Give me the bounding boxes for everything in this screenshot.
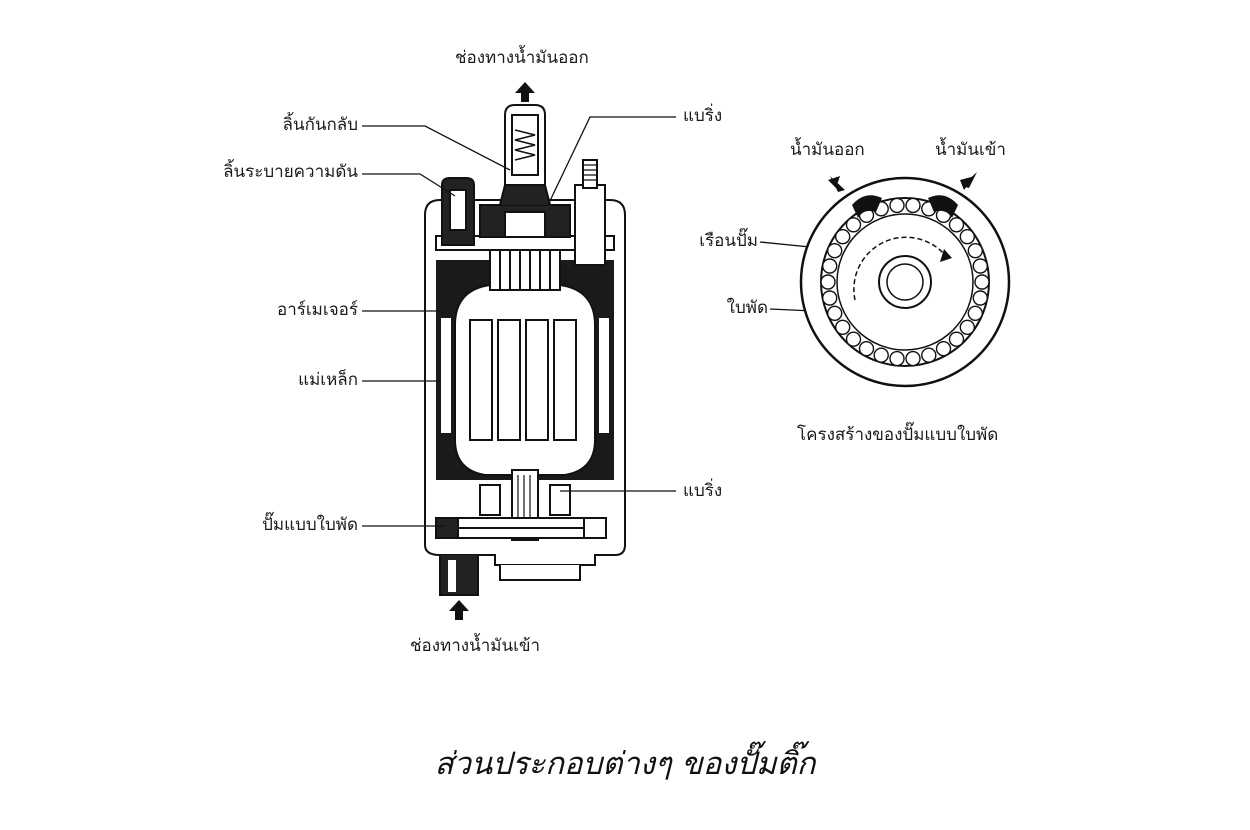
impeller-tooth <box>858 341 875 357</box>
impeller-tooth <box>921 347 937 363</box>
pump-cross-section <box>424 104 626 596</box>
figure-caption: ส่วนประกอบต่างๆ ของปั๊มติ๊ก <box>434 746 816 782</box>
label-pump-housing: เรือนปั๊ม <box>699 231 758 251</box>
impeller-tooth <box>972 290 988 306</box>
label-inlet-port: ช่องทางน้ำมันเข้า <box>410 636 541 656</box>
label-outlet-port: ช่องทางน้ำมันออก <box>455 48 589 68</box>
impeller-tooth <box>967 305 983 321</box>
impeller-tooth <box>905 350 921 367</box>
label-oil-in: น้ำมันเข้า <box>935 140 1006 160</box>
impeller-structure-diagram <box>799 172 1011 388</box>
impeller-tooth <box>827 305 843 321</box>
impeller-tooth <box>959 228 975 245</box>
label-impeller-structure: โครงสร้างของปั๊มแบบใบพัด <box>797 425 999 445</box>
label-impeller: ใบพัด <box>726 298 768 318</box>
impeller-tooth <box>889 350 905 367</box>
label-bearing-bottom: แบริ่ง <box>683 481 723 501</box>
label-check-valve: ลิ้นกันกลับ <box>282 115 358 135</box>
impeller-tooth <box>948 217 965 233</box>
impeller-tooth <box>822 258 838 274</box>
impeller-tooth <box>845 331 862 347</box>
label-relief-valve: ลิ้นระบายความดัน <box>223 162 358 182</box>
impeller-tooth <box>820 274 836 290</box>
impeller-tooth <box>845 217 862 233</box>
outlet-arrow <box>515 82 535 102</box>
impeller-tooth <box>935 341 952 357</box>
label-armature: อาร์เมเจอร์ <box>276 300 358 320</box>
impeller-tooth <box>889 197 905 214</box>
impeller-tooth <box>873 347 889 363</box>
inlet-arrow <box>449 600 469 620</box>
impeller-tooth <box>835 319 851 335</box>
impeller-tooth <box>974 274 990 290</box>
impeller-tooth <box>827 242 843 259</box>
impeller-tooth <box>948 331 965 347</box>
label-impeller-pump: ปั๊มแบบใบพัด <box>262 515 358 535</box>
impeller-tooth <box>835 228 851 245</box>
impeller-tooth <box>967 242 983 259</box>
impeller-tooth <box>959 319 975 335</box>
impeller-tooth <box>822 290 838 306</box>
label-bearing-top: แบริ่ง <box>683 106 723 126</box>
label-oil-out: น้ำมันออก <box>790 140 865 160</box>
impeller-tooth <box>972 258 988 274</box>
impeller-tooth <box>905 197 921 214</box>
label-magnet: แม่เหล็ก <box>298 370 358 390</box>
